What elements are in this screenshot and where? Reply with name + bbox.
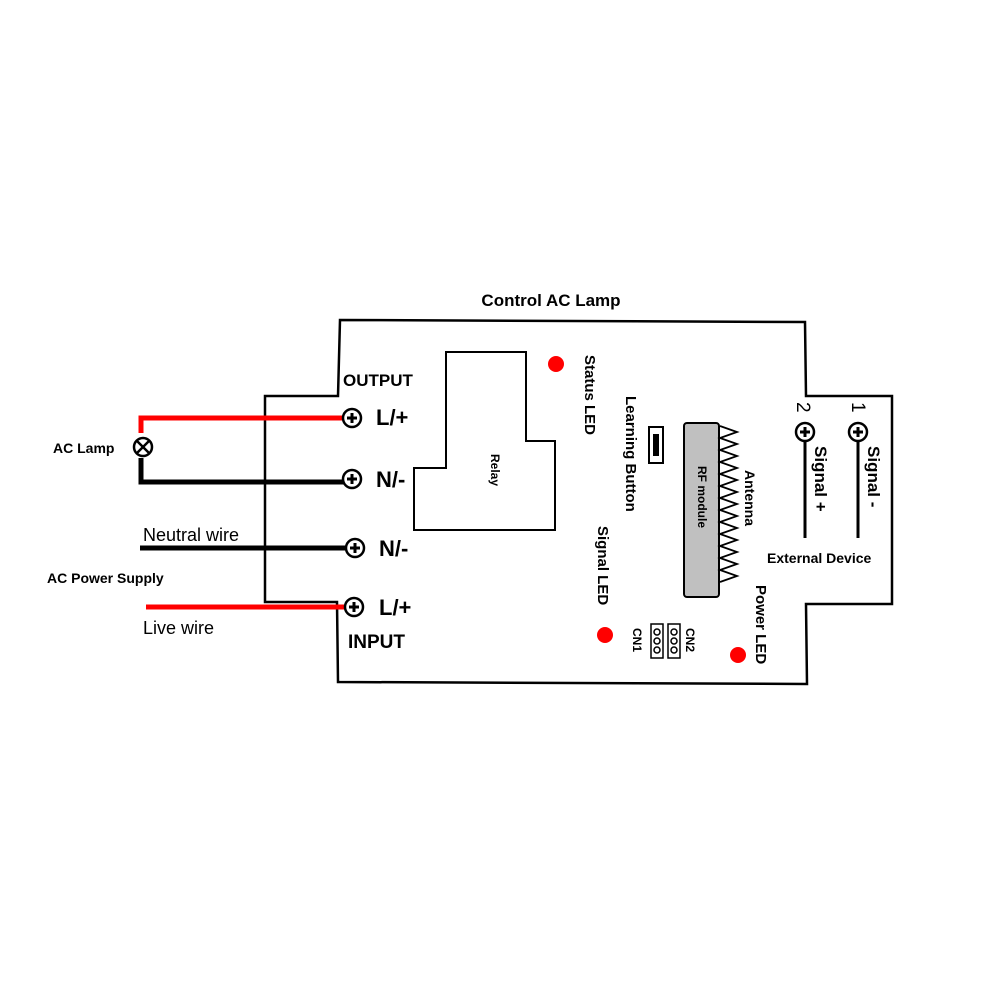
- terminal-label-input-neutral: N/-: [379, 536, 408, 561]
- terminal-label-output-live: L/+: [376, 405, 408, 430]
- pin-1-label: 1: [847, 402, 868, 413]
- terminal-screw-icon: [343, 596, 365, 618]
- power-led-icon: [730, 647, 746, 663]
- power-led-label: Power LED: [752, 585, 769, 664]
- terminal-label-output-neutral: N/-: [376, 467, 405, 492]
- signal-led-label: Signal LED: [594, 526, 611, 605]
- learning-button-label: Learning Button: [622, 396, 639, 512]
- terminal-label-input-live: L/+: [379, 595, 411, 620]
- wires: [138, 415, 355, 610]
- signal-plus-label: Signal +: [811, 446, 830, 512]
- status-led-label: Status LED: [581, 355, 598, 435]
- signal-minus-label: Signal -: [864, 446, 883, 507]
- pin-2-label: 2: [792, 402, 813, 413]
- ac-lamp-icon: [132, 436, 154, 458]
- rf-module-label: RF module: [695, 466, 709, 528]
- terminal-screw-icon: [847, 421, 869, 443]
- input-label: INPUT: [348, 632, 405, 653]
- lamp-neutral-wire: [138, 458, 352, 485]
- antenna-icon: [717, 425, 740, 583]
- antenna-label: Antenna: [742, 470, 758, 526]
- live-wire-label: Live wire: [143, 618, 214, 638]
- external-device-label: External Device: [767, 550, 871, 566]
- status-led-icon: [548, 356, 564, 372]
- cn1-label: CN1: [630, 628, 644, 652]
- terminal-screw-icon: [341, 468, 363, 490]
- enclosure-outline: [263, 318, 894, 686]
- cn1-jumper[interactable]: [650, 623, 664, 659]
- relay-outline: [413, 351, 556, 531]
- cn2-jumper[interactable]: [667, 623, 681, 659]
- neutral-wire-label: Neutral wire: [143, 525, 239, 545]
- terminal-screw-icon: [341, 407, 363, 429]
- learning-button[interactable]: [648, 426, 664, 464]
- ac-power-supply-label: AC Power Supply: [47, 570, 164, 586]
- signal-led-icon: [597, 627, 613, 643]
- output-label: OUTPUT: [343, 371, 414, 390]
- diagram-title: Control AC Lamp: [481, 291, 620, 310]
- terminal-screw-icon: [344, 537, 366, 559]
- relay-label: Relay: [488, 454, 502, 486]
- ac-lamp-label: AC Lamp: [53, 440, 114, 456]
- lamp-live-wire: [138, 415, 352, 433]
- terminal-screw-icon: [794, 421, 816, 443]
- cn2-label: CN2: [683, 628, 697, 652]
